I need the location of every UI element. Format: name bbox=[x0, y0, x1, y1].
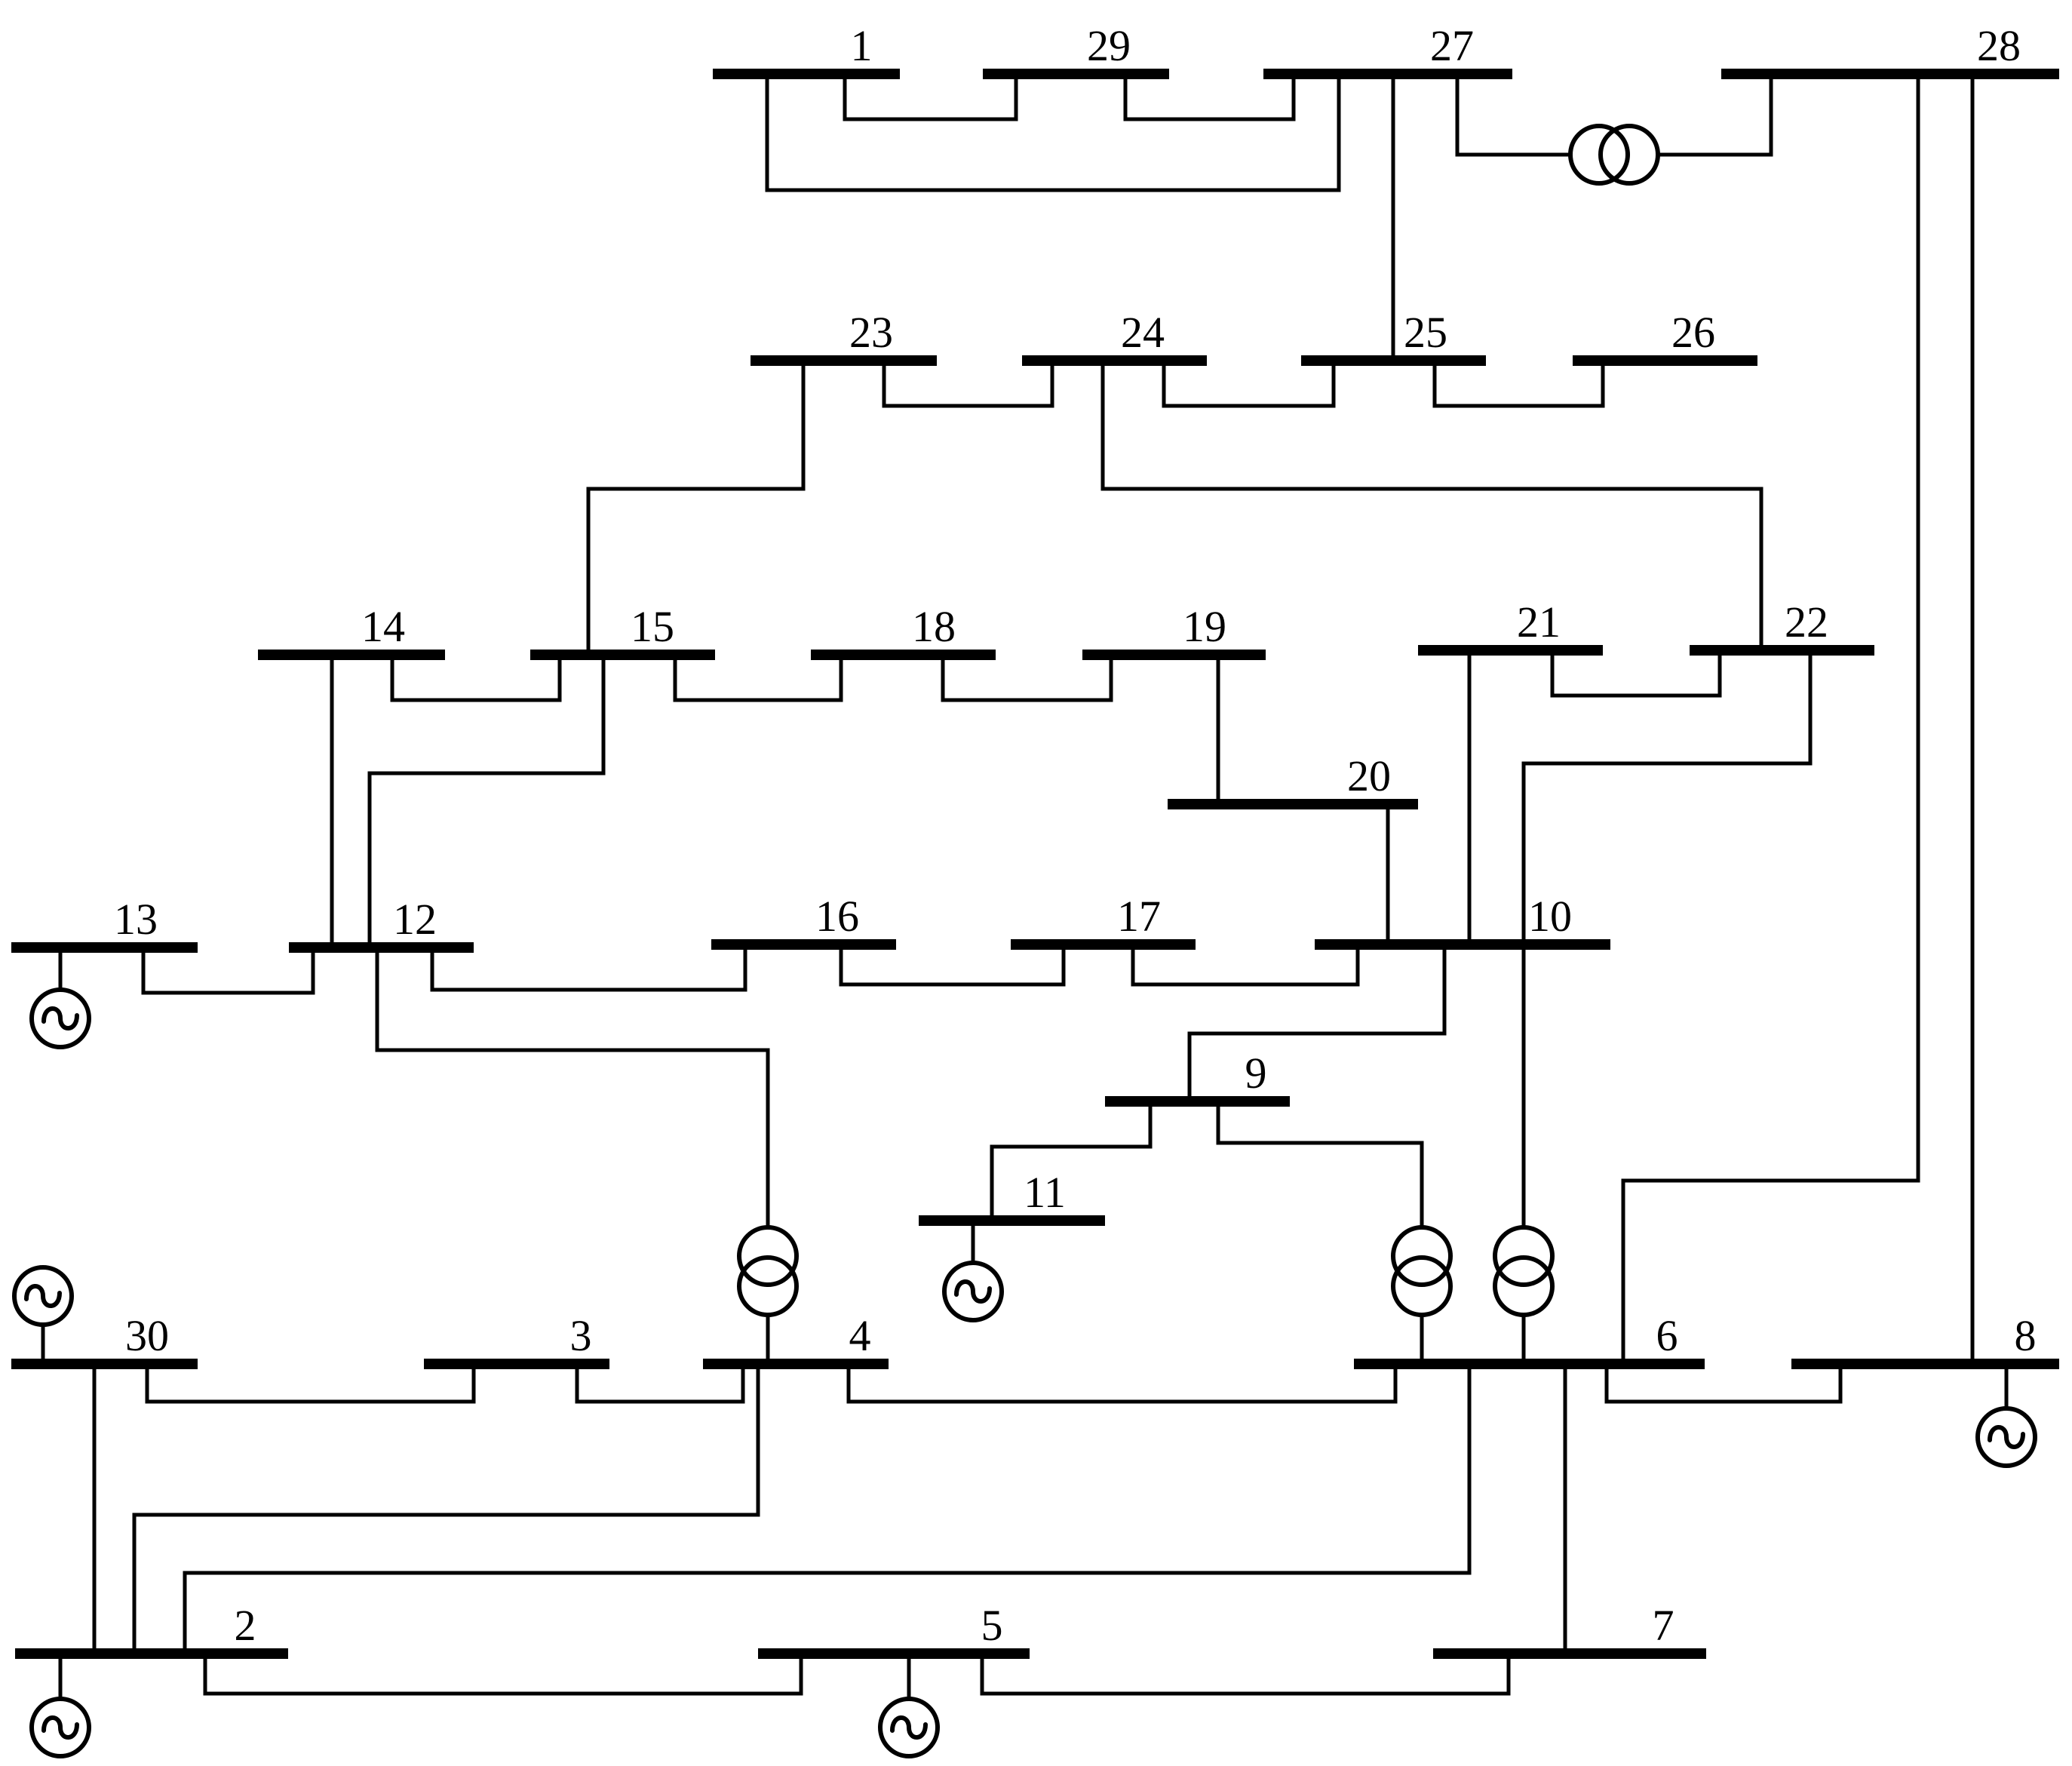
bus-18-label: 18 bbox=[912, 602, 956, 651]
line-14-15 bbox=[390, 655, 562, 702]
bus-9-label: 9 bbox=[1245, 1049, 1267, 1098]
bus-4-label: 4 bbox=[849, 1311, 871, 1360]
bus-30-label: 30 bbox=[125, 1311, 169, 1360]
sine-wave-icon bbox=[41, 1006, 79, 1030]
line-15-18 bbox=[673, 655, 843, 702]
bus-26-label: 26 bbox=[1671, 308, 1715, 357]
line-24-25 bbox=[1162, 361, 1336, 408]
generator-30-icon bbox=[12, 1265, 74, 1364]
transformer-wire-27-28-0 bbox=[1455, 74, 1570, 157]
bus-6-label: 6 bbox=[1656, 1311, 1678, 1360]
sine-wave-icon bbox=[1988, 1425, 2025, 1449]
transformer-coil-1 bbox=[1493, 1225, 1555, 1287]
line-10-9 bbox=[1187, 944, 1447, 1101]
bus-22-label: 22 bbox=[1785, 597, 1828, 647]
transmission-lines bbox=[92, 74, 1975, 1696]
bus-7-label: 7 bbox=[1653, 1601, 1674, 1650]
bus-21-label: 21 bbox=[1517, 597, 1561, 647]
line-6-8 bbox=[1604, 1364, 1843, 1404]
bus-25-label: 25 bbox=[1404, 308, 1447, 357]
sine-wave-icon bbox=[890, 1715, 928, 1740]
transformer-wire-22-6-0 bbox=[1521, 650, 1813, 1227]
sine-wave-icon bbox=[954, 1279, 992, 1304]
transformer-coil-2 bbox=[1391, 1255, 1453, 1317]
line-4-2 bbox=[132, 1364, 760, 1654]
bus-20-label: 20 bbox=[1347, 751, 1391, 800]
bus-12-label: 12 bbox=[393, 895, 437, 944]
generator-8-icon bbox=[1975, 1364, 2037, 1468]
generator-2-icon bbox=[29, 1654, 91, 1758]
generator-13-icon bbox=[29, 947, 91, 1049]
sine-wave-icon bbox=[41, 1715, 79, 1740]
bus-3-label: 3 bbox=[570, 1311, 592, 1360]
transformer-27-28-icon bbox=[1455, 74, 1773, 186]
line-2-5 bbox=[203, 1654, 803, 1696]
bus-15-label: 15 bbox=[631, 602, 674, 651]
bus-14-label: 14 bbox=[361, 602, 405, 651]
line-1-27 bbox=[765, 74, 1341, 192]
line-9-11 bbox=[990, 1101, 1153, 1221]
line-3-4 bbox=[575, 1364, 745, 1404]
line-28-6 bbox=[1621, 74, 1920, 1364]
line-29-27 bbox=[1123, 74, 1296, 121]
generator-11-icon bbox=[942, 1221, 1004, 1322]
line-18-19 bbox=[941, 655, 1113, 702]
line-25-26 bbox=[1432, 361, 1605, 408]
bus-5-label: 5 bbox=[981, 1601, 1003, 1650]
transformer-22-6-icon bbox=[1493, 650, 1813, 1364]
transformer-wire-12-4-0 bbox=[375, 947, 770, 1227]
line-13-12 bbox=[141, 947, 315, 995]
bus-16-label: 16 bbox=[815, 892, 859, 941]
bus-23-label: 23 bbox=[849, 308, 893, 357]
transformer-coil-2 bbox=[1493, 1255, 1555, 1317]
sine-wave-icon bbox=[24, 1284, 62, 1308]
bus-27-label: 27 bbox=[1430, 21, 1474, 70]
transformer-wire-9-6-0 bbox=[1216, 1101, 1424, 1227]
transformer-9-6-icon bbox=[1216, 1101, 1453, 1364]
bus-11-label: 11 bbox=[1024, 1168, 1066, 1217]
transformer-12-4-icon bbox=[375, 947, 799, 1364]
line-24-22 bbox=[1100, 361, 1764, 650]
bus-24-label: 24 bbox=[1121, 308, 1165, 357]
line-4-6 bbox=[846, 1364, 1398, 1404]
line-30-3 bbox=[145, 1364, 476, 1404]
transformer-wire-27-28-1 bbox=[1658, 74, 1773, 157]
bus-8-label: 8 bbox=[2015, 1311, 2037, 1360]
line-6-2 bbox=[183, 1364, 1472, 1654]
line-17-10 bbox=[1131, 944, 1360, 987]
line-1-29 bbox=[843, 74, 1018, 121]
line-21-22 bbox=[1550, 650, 1722, 698]
line-5-7 bbox=[980, 1654, 1511, 1696]
line-15-12 bbox=[367, 655, 606, 947]
generator-5-icon bbox=[878, 1654, 940, 1758]
line-23-15 bbox=[586, 361, 806, 655]
bus-1-label: 1 bbox=[851, 21, 873, 70]
bus-13-label: 13 bbox=[114, 895, 158, 944]
line-23-24 bbox=[882, 361, 1054, 408]
bus-2-label: 2 bbox=[235, 1601, 256, 1650]
bus-28-label: 28 bbox=[1977, 21, 2021, 70]
equipment bbox=[12, 74, 2037, 1758]
transformer-coil-2 bbox=[1598, 124, 1660, 186]
transformer-coil-1 bbox=[1391, 1225, 1453, 1287]
transformer-coil-2 bbox=[737, 1255, 799, 1317]
line-12-16 bbox=[430, 944, 747, 992]
bus-17-label: 17 bbox=[1117, 892, 1161, 941]
buses bbox=[11, 69, 2059, 1659]
bus-10-label: 10 bbox=[1528, 892, 1572, 941]
bus-29-label: 29 bbox=[1087, 21, 1131, 70]
transformer-coil-1 bbox=[1568, 124, 1630, 186]
transformer-coil-1 bbox=[737, 1225, 799, 1287]
line-16-17 bbox=[839, 944, 1066, 987]
bus-19-label: 19 bbox=[1183, 602, 1226, 651]
